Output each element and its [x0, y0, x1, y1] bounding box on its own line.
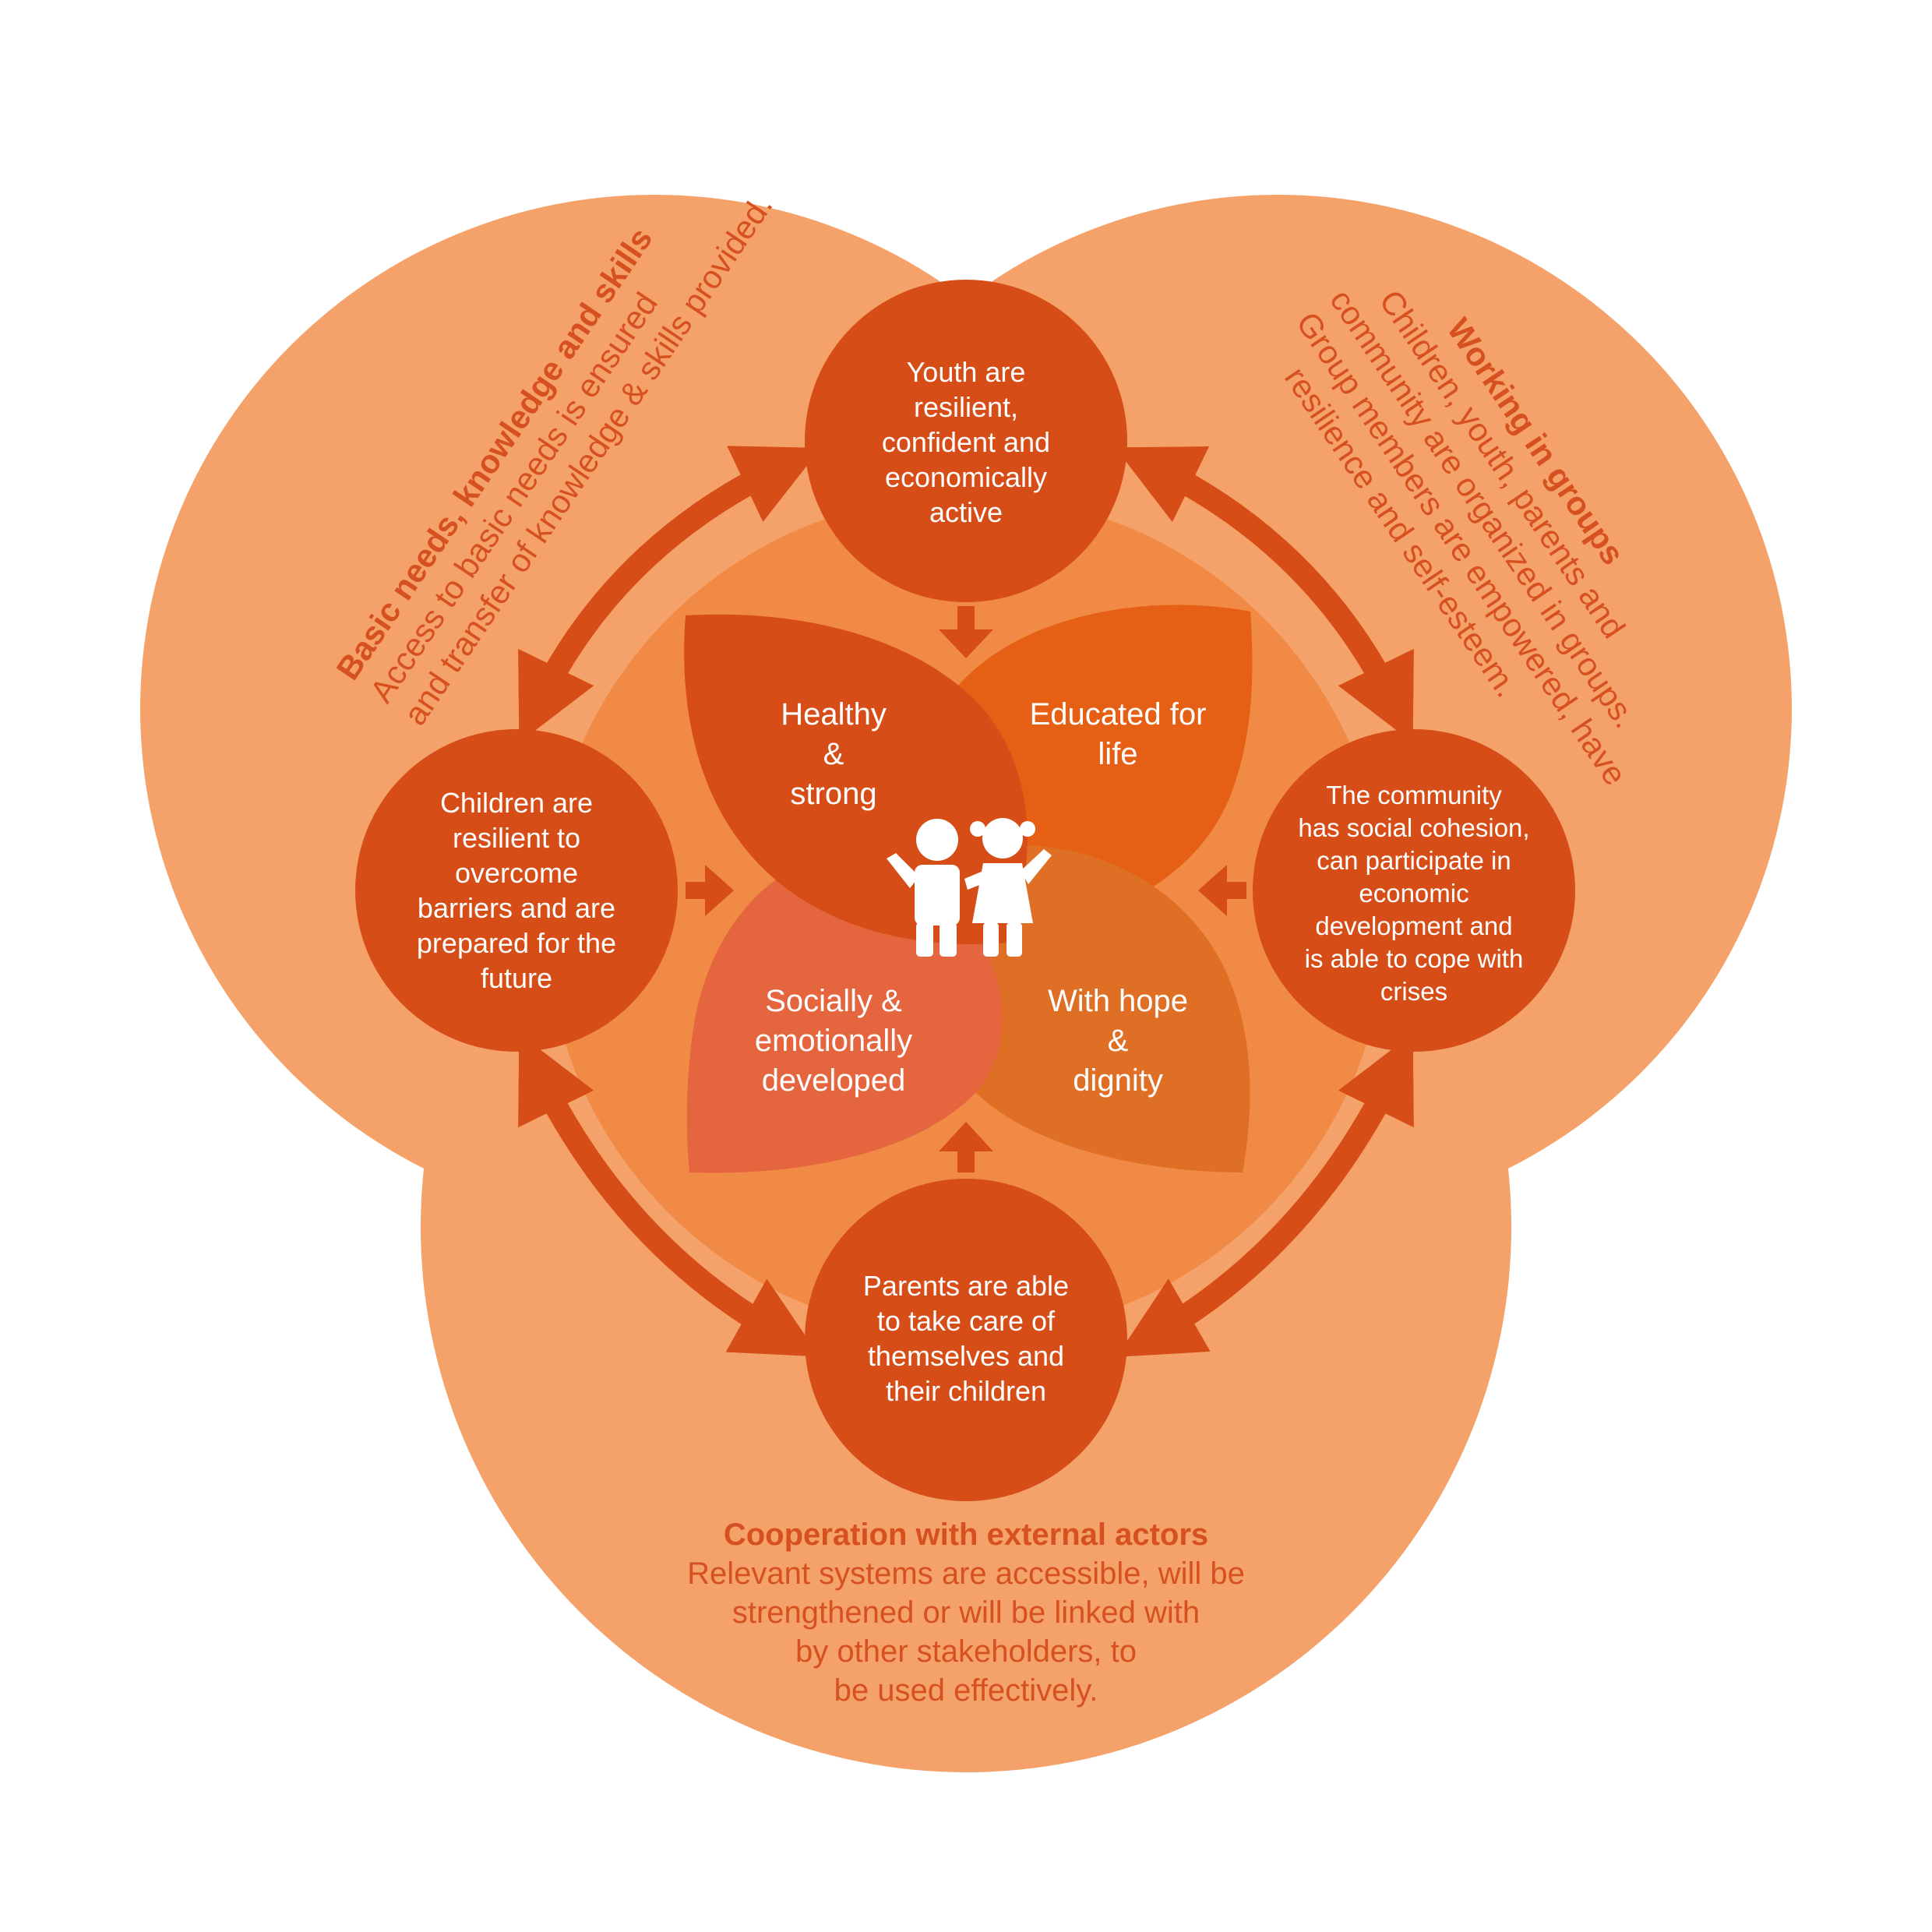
section-cooperation: Cooperation with external actors Relevan…	[576, 1515, 1356, 1710]
circle-community	[1253, 729, 1575, 1052]
circle-community-text: The community has social cohesion, can p…	[1298, 781, 1530, 1006]
arrow-up-head	[939, 1122, 993, 1151]
petal-educated-text: Educated for life	[1029, 697, 1207, 771]
petal-social-text: Socially & emotionally developed	[754, 984, 913, 1098]
petal-healthy-text: Healthy & strong	[781, 697, 887, 811]
arrow-right-head	[705, 865, 734, 916]
petal-hope-text: With hope & dignity	[1047, 984, 1189, 1098]
arrow-bottom-right	[1116, 1033, 1414, 1357]
arrow-down-head	[939, 629, 993, 658]
circle-children-text: Children are resilient to overcome barri…	[416, 787, 617, 994]
section-line: be used effectively.	[834, 1673, 1098, 1708]
section-line: strengthened or will be linked with	[732, 1595, 1200, 1630]
outcome-circles	[355, 280, 1575, 1501]
arrow-top-left	[518, 446, 821, 743]
petal-hope	[950, 845, 1250, 1172]
cycle-arrows	[518, 446, 1414, 1357]
circle-parents-text: Parents are able to take care of themsel…	[862, 1270, 1070, 1407]
circle-parents	[805, 1179, 1127, 1501]
arrow-left-head	[1198, 865, 1227, 916]
section-title: Cooperation with external actors	[723, 1518, 1209, 1552]
circle-youth-text: Youth are resilient, confident and econo…	[881, 356, 1051, 528]
circle-children	[355, 729, 678, 1052]
inward-arrows	[686, 606, 1246, 1172]
arrow-top-right	[1115, 446, 1414, 743]
section-line: Relevant systems are accessible, will be	[687, 1557, 1245, 1591]
children-icon	[887, 818, 1052, 957]
circle-youth	[805, 280, 1127, 602]
arrow-bottom-left	[518, 1033, 820, 1357]
petal-healthy	[684, 614, 1028, 944]
section-line: by other stakeholders, to	[795, 1634, 1137, 1669]
